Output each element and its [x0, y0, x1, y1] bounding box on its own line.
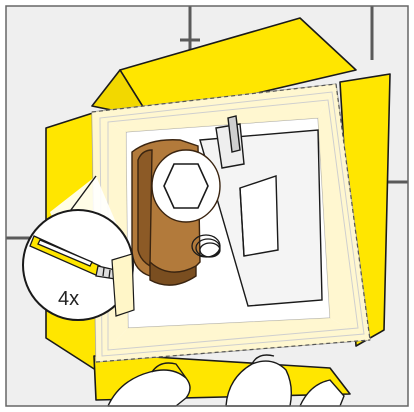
interior-parts: [199, 115, 323, 307]
pipe-fitting: [131, 139, 221, 286]
wire-coil: [191, 234, 221, 258]
hexagon-nut-icon: [163, 163, 209, 209]
hand-icon: [107, 354, 345, 407]
callout-label: 4x: [58, 288, 79, 310]
frame-border: [5, 5, 409, 407]
detail-callout: 4x: [22, 175, 135, 321]
